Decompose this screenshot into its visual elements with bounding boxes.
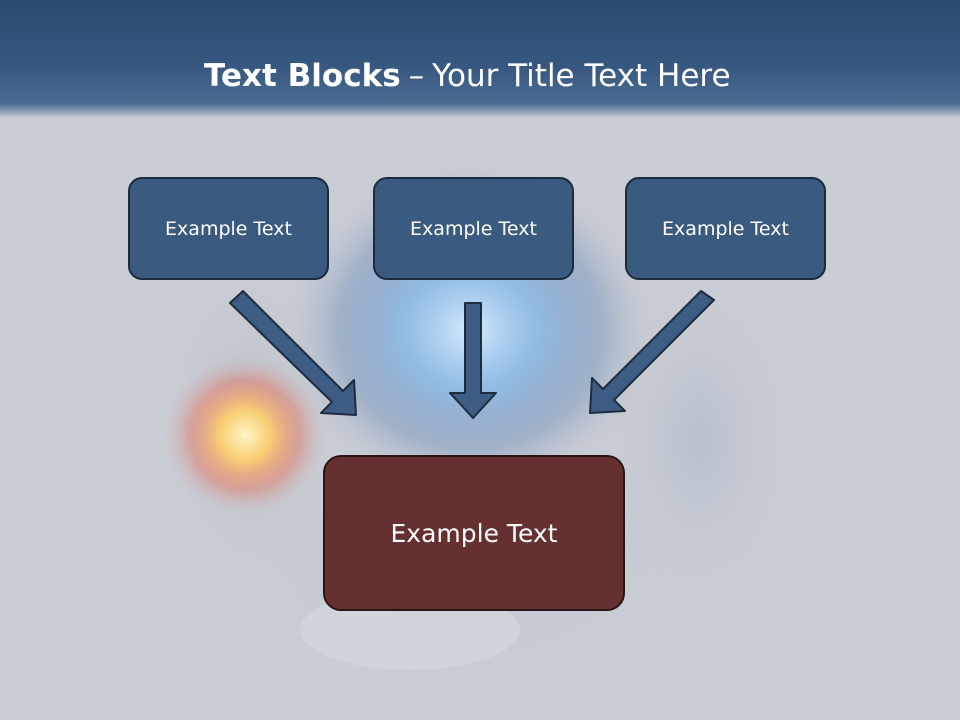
arrow-center-down [449,302,497,419]
text-block-2-label: Example Text [410,217,537,240]
target-text-block-label: Example Text [390,518,558,548]
text-block-3[interactable]: Example Text [625,177,826,280]
text-block-3-label: Example Text [662,217,789,240]
title-rest-text: Your Title Text Here [432,58,731,94]
slide-title: Text Blocks–Your Title Text Here [204,56,731,96]
text-block-1[interactable]: Example Text [128,177,329,280]
target-text-block[interactable]: Example Text [323,455,625,611]
title-bold-text: Text Blocks [204,58,401,94]
text-block-2[interactable]: Example Text [373,177,574,280]
arrow-left-diagonal [229,290,357,416]
title-separator: – [408,58,425,94]
text-block-1-label: Example Text [165,217,292,240]
header-bar: Text Blocks–Your Title Text Here [0,0,960,118]
arrow-right-diagonal [589,290,715,414]
